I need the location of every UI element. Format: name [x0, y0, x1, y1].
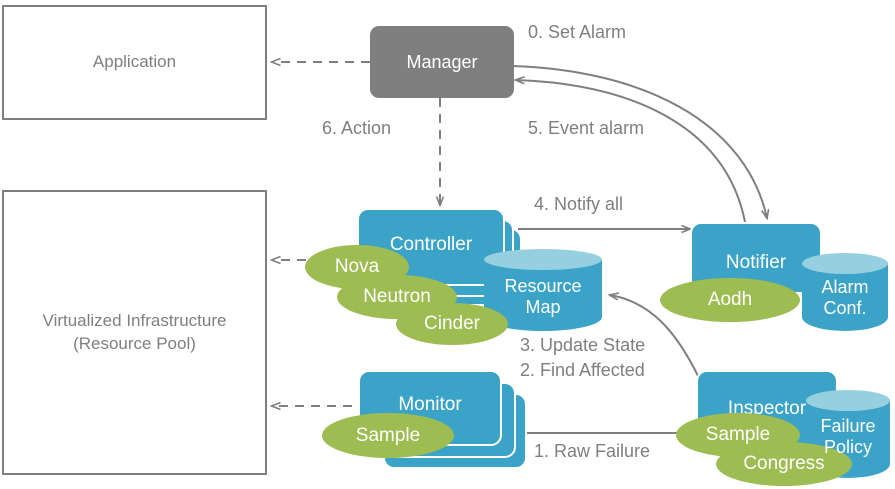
tag-neutron-label: Neutron [363, 286, 431, 307]
infrastructure-label-line1: Virtualized Infrastructure [42, 310, 227, 330]
cylinder-top [806, 390, 890, 411]
tag-cinder[interactable]: Cinder [396, 303, 508, 345]
monitor-label: Monitor [398, 394, 462, 415]
flow-label-step4: 4. Notify all [534, 194, 624, 214]
resource-map-label-line1: Resource [504, 276, 582, 296]
tag-cinder-label: Cinder [424, 313, 480, 334]
tag-congress[interactable]: Congress [716, 442, 852, 486]
flow-label-step2: 2. Find Affected [520, 360, 645, 380]
tag-aodh[interactable]: Aodh [660, 278, 800, 322]
manager-label: Manager [406, 51, 478, 72]
flow-label-step3: 3. Update State [520, 335, 646, 355]
flow-label-step6: 6. Action [322, 118, 392, 138]
tag-sample-monitor[interactable]: Sample [322, 413, 454, 458]
tag-aodh-label: Aodh [707, 289, 753, 310]
controller-label: Controller [389, 234, 473, 255]
flow-label-step5: 5. Event alarm [528, 118, 645, 138]
infrastructure-box: Virtualized Infrastructure (Resource Poo… [2, 190, 267, 475]
resource-map-label-line2: Map [525, 296, 561, 317]
cylinder-top [802, 253, 888, 274]
flow-label-step1: 1. Raw Failure [534, 441, 651, 461]
failure-policy-label-line1: Failure [820, 416, 876, 436]
tag-sample-monitor-label: Sample [355, 424, 421, 446]
alarm-conf-label-line1: Alarm [821, 277, 869, 297]
alarm-conf-cylinder: Alarm Conf. [802, 253, 888, 335]
tag-congress-label: Congress [743, 453, 825, 474]
failure-policy-label-line2: Policy [823, 436, 872, 457]
infrastructure-label-line2: (Resource Pool) [73, 333, 196, 353]
resource-map-cylinder: Resource Map [484, 249, 602, 337]
application-box: Application [2, 5, 267, 120]
cylinder-body [802, 263, 888, 331]
notifier-label: Notifier [725, 252, 787, 273]
flow-label-step0: 0. Set Alarm [528, 22, 627, 42]
cylinder-top [484, 249, 602, 270]
application-label: Application [92, 52, 177, 72]
tag-sample-inspector-label: Sample [705, 424, 771, 445]
tag-nova-label: Nova [334, 256, 380, 277]
manager-box[interactable]: Manager [370, 26, 514, 98]
alarm-conf-label-line2: Conf. [823, 297, 867, 318]
